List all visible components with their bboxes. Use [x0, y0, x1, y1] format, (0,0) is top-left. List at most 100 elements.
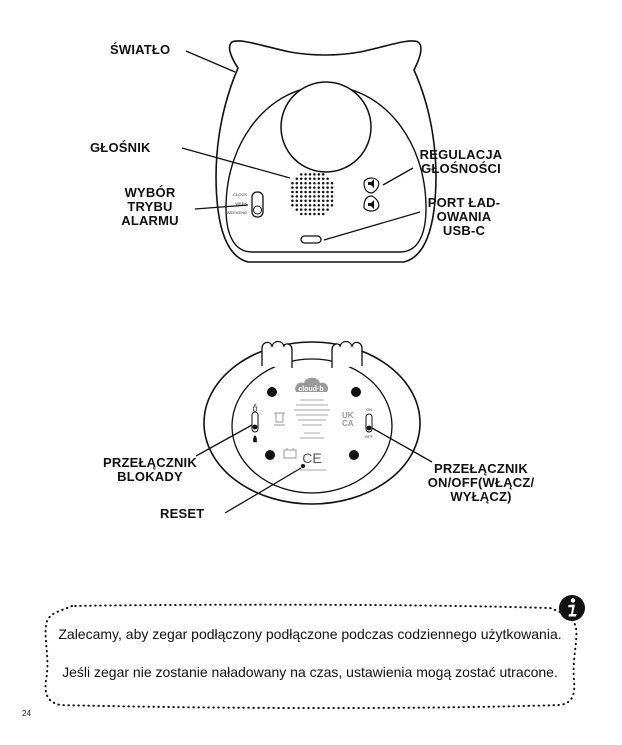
speaker-hole [321, 203, 325, 207]
speaker-hole [317, 195, 321, 198]
label-charging-port-line3: USB-C [442, 223, 486, 238]
speaker-hole [304, 195, 307, 198]
label-volume: REGULACJA GŁOŚNOŚCI [406, 148, 516, 176]
speaker-hole [299, 181, 303, 185]
speaker-hole [308, 195, 312, 198]
speaker-hole [330, 195, 334, 198]
speaker-hole [295, 177, 299, 181]
speaker-hole [321, 177, 325, 181]
speaker-hole [304, 181, 307, 185]
speaker-hole [321, 212, 325, 216]
screw-bottom-left [265, 450, 275, 460]
info-icon [559, 595, 585, 621]
speaker-hole [330, 203, 334, 207]
speaker-hole [308, 177, 312, 181]
speaker-hole [321, 199, 325, 203]
speaker-hole [308, 186, 312, 189]
light-window [280, 81, 372, 173]
speaker-hole [326, 203, 329, 207]
speaker-hole [313, 203, 316, 207]
volume-up-button [363, 177, 380, 194]
speaker-hole [304, 186, 307, 189]
speaker-hole [317, 199, 321, 203]
speaker-hole [304, 199, 307, 203]
lock-closed-icon [253, 435, 257, 443]
label-light: ŚWIATŁO [110, 42, 171, 57]
reset-hole [301, 464, 305, 468]
speaker-hole [317, 212, 321, 216]
speaker-hole [299, 212, 303, 216]
label-alarm-mode-line2: TRYBU [127, 199, 173, 214]
speaker-hole [295, 190, 299, 194]
speaker-hole [308, 173, 312, 176]
label-speaker: GŁOŚNIK [90, 140, 151, 155]
label-volume-line2: GŁOŚNOŚCI [421, 161, 501, 176]
note-paragraph-2: Jeśli zegar nie zostanie naładowany na c… [62, 664, 558, 680]
speaker-hole [291, 203, 294, 207]
speaker-hole [313, 181, 316, 185]
ukca-mark-bottom: CA [342, 419, 354, 428]
screw-top-right [351, 387, 361, 397]
lock-switch [251, 404, 259, 443]
speaker-hole [326, 195, 329, 198]
speaker-hole [321, 190, 325, 194]
speaker-hole [308, 208, 312, 211]
mode-switch-knob [253, 205, 262, 215]
speaker-hole [326, 177, 329, 181]
volume-down-icon [368, 200, 374, 209]
speaker-hole [326, 190, 329, 194]
label-lock-switch-line2: BLOKADY [117, 469, 183, 484]
label-power-switch-line2: ON/OFF(WŁĄCZ/ [427, 475, 535, 490]
speaker-hole [330, 181, 334, 185]
speaker-hole [313, 195, 316, 198]
speaker-hole [313, 186, 316, 189]
speaker-hole [299, 199, 303, 203]
label-power-switch: PRZEŁĄCZNIK ON/OFF(WŁĄCZ/ WYŁĄCZ) [416, 462, 546, 504]
speaker-hole [326, 199, 329, 203]
speaker-hole [295, 208, 299, 211]
speaker-hole [330, 199, 334, 203]
speaker-hole [304, 173, 307, 176]
brand-logo [295, 377, 329, 392]
speaker-hole [330, 190, 334, 194]
speaker-hole [291, 199, 294, 203]
speaker-hole [291, 195, 294, 198]
ukca-mark-top: UK [342, 411, 354, 420]
label-charging-port: PORT ŁAD- OWANIA USB-C [416, 196, 512, 238]
speaker-hole [291, 190, 294, 194]
brand-text: cloud·b [298, 386, 323, 393]
label-reset: RESET [160, 506, 205, 521]
speaker-hole [313, 177, 316, 181]
speaker-hole [304, 177, 307, 181]
lock-open-icon [253, 404, 257, 412]
mode-option-clock: CLOCK [233, 192, 247, 197]
speaker-hole [313, 190, 316, 194]
speaker-hole [317, 186, 321, 189]
speaker-hole [295, 199, 299, 203]
ce-mark: CE [302, 450, 321, 466]
speaker-hole [321, 181, 325, 185]
screw-bottom-right [349, 450, 359, 460]
speaker-hole [321, 173, 325, 176]
speaker-hole [317, 208, 321, 211]
speaker-hole [321, 208, 325, 211]
speaker-hole [299, 203, 303, 207]
label-lock-switch: PRZEŁĄCZNIK BLOKADY [95, 456, 205, 484]
speaker-hole [317, 203, 321, 207]
speaker-hole [313, 173, 316, 176]
speaker-hole [326, 181, 329, 185]
mode-option-week: WEEK [235, 201, 247, 206]
speaker-hole [308, 190, 312, 194]
note-paragraph-1: Zalecamy, aby zegar podłączony podłączon… [58, 626, 562, 642]
label-power-switch-line3: WYŁĄCZ) [450, 489, 512, 504]
back-view: cloud·b UK CA CE [203, 340, 421, 505]
recycle-bin-icon [274, 412, 285, 426]
speaker-grille [291, 173, 334, 216]
label-alarm-mode-line1: WYBÓR [124, 185, 176, 200]
front-view: CLOCK WEEK WEEKEND [215, 40, 437, 263]
speaker-hole [326, 186, 329, 189]
back-ear-right [331, 340, 363, 368]
speaker-hole [295, 186, 299, 189]
page-number: 24 [22, 709, 31, 718]
speaker-hole [299, 173, 303, 176]
